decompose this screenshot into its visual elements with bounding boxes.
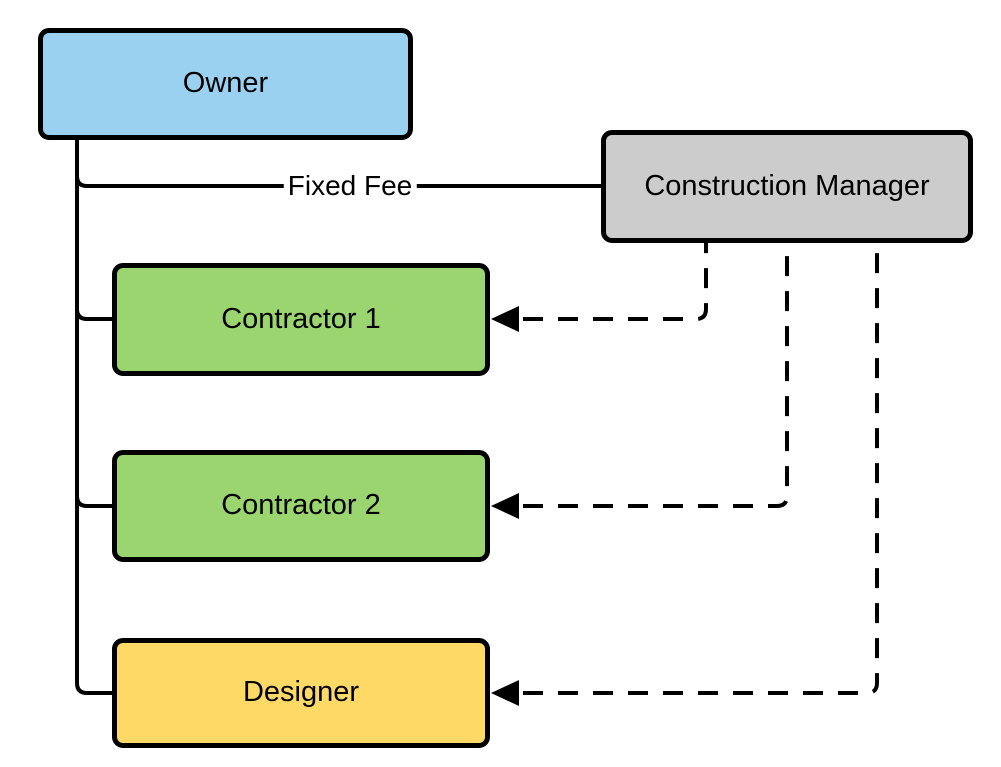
node-designer-label: Designer — [242, 676, 360, 709]
edge-owner-contractor-2 — [75, 138, 114, 508]
node-construction-manager-label: Construction Manager — [644, 169, 930, 202]
edge-owner-contractor-1 — [75, 138, 114, 321]
edge-owner-designer — [75, 138, 114, 695]
node-owner-label: Owner — [182, 67, 269, 100]
node-contractor-2: Contractor 2 — [112, 450, 490, 562]
edge-cm-contractor-1 — [523, 243, 708, 321]
edge-label-fixed-fee: Fixed Fee — [283, 170, 417, 202]
node-contractor-1: Contractor 1 — [112, 263, 490, 376]
arrowhead-contractor-2 — [491, 493, 519, 519]
arrowhead-designer — [491, 680, 519, 706]
node-owner: Owner — [38, 28, 413, 140]
edge-cm-designer — [523, 243, 879, 695]
node-contractor-2-label: Contractor 2 — [221, 489, 381, 522]
arrowhead-contractor-1 — [491, 306, 519, 332]
node-designer: Designer — [112, 638, 490, 748]
node-contractor-1-label: Contractor 1 — [221, 302, 381, 335]
edge-cm-contractor-2 — [523, 243, 789, 508]
node-construction-manager: Construction Manager — [601, 130, 973, 243]
